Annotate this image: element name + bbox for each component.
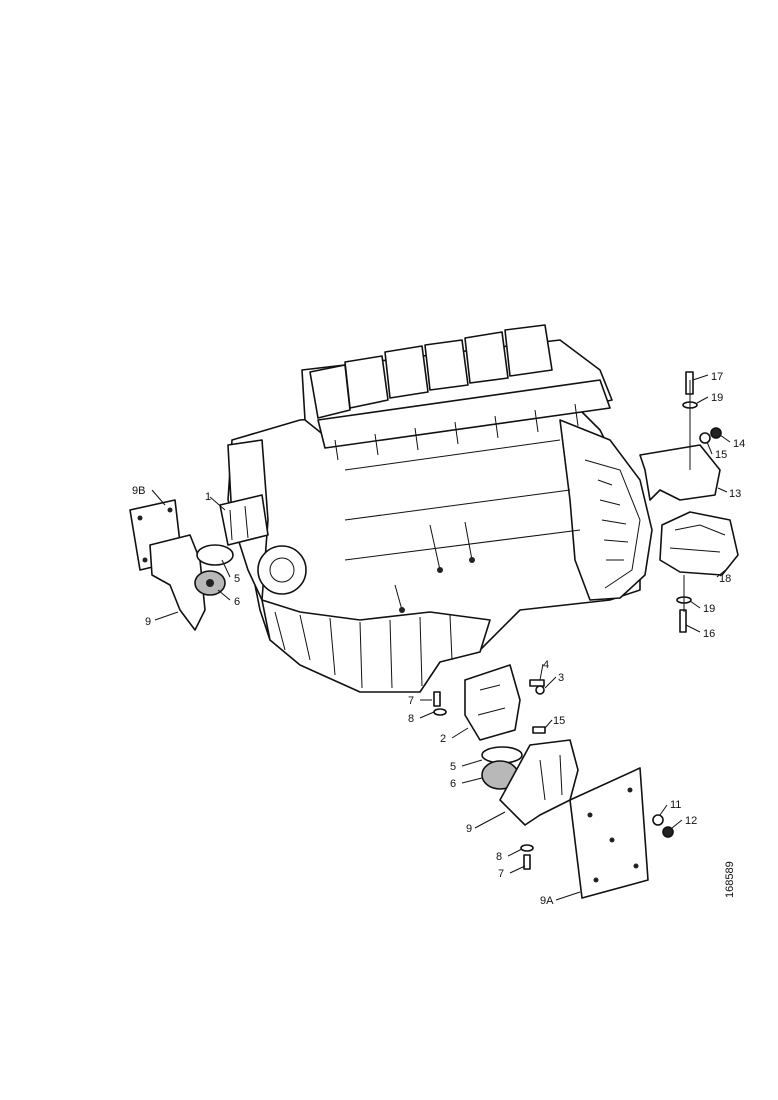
bolt-15-center: [532, 726, 546, 734]
callout-4: 4: [543, 659, 549, 671]
bracket-9-center: [499, 739, 579, 826]
callout-13: 13: [729, 488, 741, 500]
callout-6: 6: [450, 778, 456, 790]
leader-lines: [151, 374, 731, 901]
callout-8: 8: [408, 713, 414, 725]
callout-3: 3: [558, 672, 564, 684]
rubber-mount-18: [659, 511, 739, 576]
washer-8-lower: [520, 844, 534, 852]
callout-12: 12: [685, 815, 697, 827]
bolt-16: [679, 609, 687, 633]
rear-right-mount-group: [639, 371, 739, 633]
bracket-1: [219, 494, 269, 546]
mounting-plate-9a: [569, 767, 649, 899]
callout-9: 9: [145, 616, 151, 628]
callout-2: 2: [440, 733, 446, 745]
nut-3: [535, 685, 545, 695]
bolt-7-lower: [523, 854, 531, 870]
engine-block: [227, 324, 653, 693]
callout-7: 7: [498, 868, 504, 880]
callout-19: 19: [711, 392, 723, 404]
washer-15-rear: [699, 432, 711, 444]
bolt-7-upper: [433, 691, 441, 707]
callout-labels: 9B 1 5 6 9 17 19 14 15 13 18 19 16 4 3 7…: [132, 371, 745, 907]
callout-9b: 9B: [132, 485, 145, 497]
nut-12: [662, 826, 674, 838]
bracket-9-left: [149, 534, 206, 631]
bracket-13: [639, 444, 721, 501]
callout-5: 5: [450, 761, 456, 773]
nut-11: [652, 814, 664, 826]
reference-number: 168589: [724, 861, 736, 898]
callout-9a: 9A: [540, 895, 554, 907]
bracket-2: [464, 664, 521, 741]
bolt-4: [529, 679, 545, 687]
callout-9: 9: [466, 823, 472, 835]
callout-14: 14: [733, 438, 745, 450]
callout-7: 7: [408, 695, 414, 707]
callout-1: 1: [205, 491, 211, 503]
rubber-mount-5-left: [196, 544, 234, 566]
callout-8: 8: [496, 851, 502, 863]
nut-14: [710, 427, 722, 439]
callout-15: 15: [553, 715, 565, 727]
callout-18: 18: [719, 573, 731, 585]
callout-6: 6: [234, 596, 240, 608]
callout-11: 11: [670, 799, 681, 811]
callout-15: 15: [715, 449, 727, 461]
washer-8-upper: [433, 708, 447, 716]
front-left-mount-group: [129, 494, 269, 631]
callout-5: 5: [234, 573, 240, 585]
front-center-mount-group: [433, 664, 674, 899]
callout-17: 17: [711, 371, 723, 383]
callout-16: 16: [703, 628, 715, 640]
callout-19: 19: [703, 603, 715, 615]
